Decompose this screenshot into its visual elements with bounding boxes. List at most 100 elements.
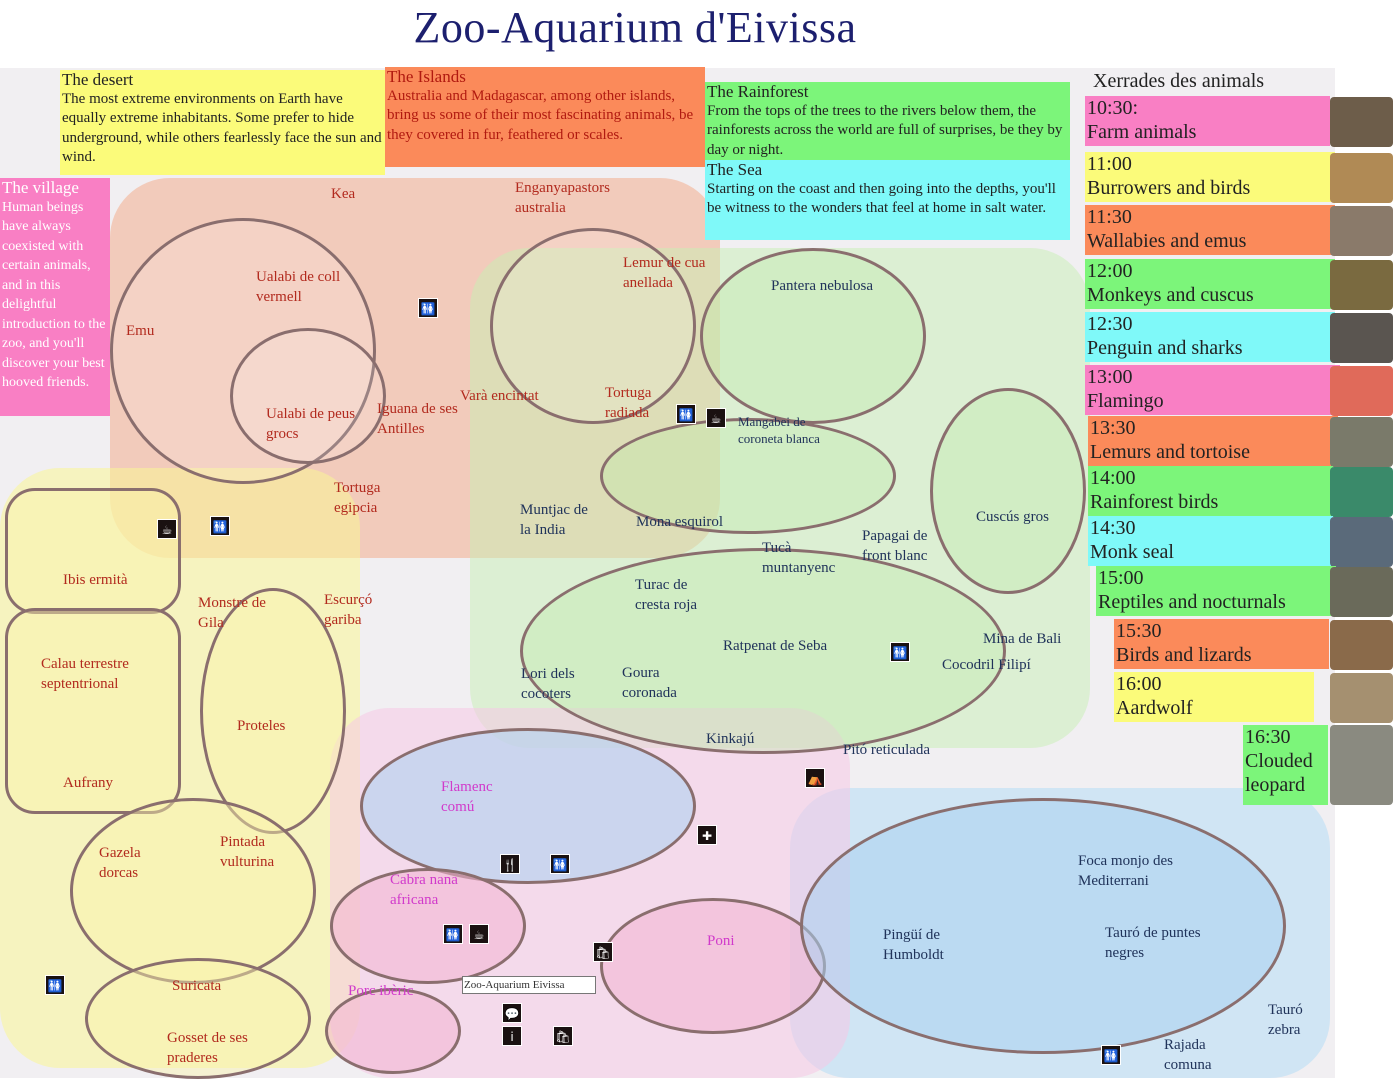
- schedule-topic: Flamingo: [1087, 390, 1164, 412]
- cafe-icon: ☕: [706, 408, 726, 428]
- desert-description: The most extreme environments on Earth h…: [62, 90, 382, 166]
- animal-label-escurco: Escurçó gariba: [324, 592, 373, 628]
- animal-photo: [1330, 467, 1393, 517]
- schedule-topic: Rainforest birds: [1090, 491, 1219, 513]
- clouded-leopard-enclosure: [700, 248, 926, 424]
- schedule-topic: Wallabies and emus: [1087, 230, 1247, 252]
- animal-photo: [1330, 517, 1393, 567]
- animal-label-mina: Mina de Bali: [983, 631, 1062, 647]
- animal-photo: [1330, 206, 1393, 256]
- cafe-icon: ☕: [157, 519, 177, 539]
- schedule-time: 16:30: [1245, 726, 1291, 748]
- restroom-icon: 🚻: [1101, 1045, 1121, 1065]
- animal-label-rajada: Rajada comuna: [1164, 1037, 1212, 1073]
- animal-label-kea: Kea: [331, 186, 356, 202]
- animal-label-lori: Lori dels cocoters: [521, 666, 575, 702]
- animal-label-mangabei: Mangabei de coroneta blanca: [738, 414, 820, 446]
- ibis-aviary: [5, 488, 181, 614]
- cafe-icon: ☕: [469, 924, 489, 944]
- goat-enclosure: [330, 868, 526, 984]
- schedule-time: 11:30: [1087, 206, 1132, 228]
- animal-label-proteles: Proteles: [237, 718, 286, 734]
- schedule-topic: Monk seal: [1090, 541, 1174, 563]
- animal-label-ualabi-coll: Ualabi de coll vermell: [256, 269, 341, 305]
- animal-label-suricata: Suricata: [172, 978, 222, 994]
- lemur-island: [490, 228, 696, 424]
- schedule-topic: Burrowers and birds: [1087, 177, 1251, 199]
- wallaby-enclosure: [230, 328, 386, 464]
- animal-photo: [1330, 260, 1393, 310]
- schedule-time: 14:30: [1090, 517, 1136, 539]
- map-title: Zoo-Aquarium d'Eivissa: [413, 3, 857, 52]
- animal-label-gazela: Gazela dorcas: [99, 845, 141, 881]
- animal-label-aufrany: Aufrany: [63, 775, 113, 791]
- animal-photo: [1330, 620, 1393, 670]
- animal-label-porc: Porc ibèric: [348, 983, 414, 999]
- animal-label-tauro-zebra: Tauró zebra: [1268, 1002, 1303, 1038]
- animal-photo: [1330, 725, 1393, 805]
- animal-label-lemur: Lemur de cua anellada: [623, 255, 706, 291]
- animal-label-monstre: Monstre de Gila: [198, 595, 266, 631]
- cuscus-enclosure: [930, 388, 1086, 594]
- animal-label-pito: Pitó reticulada: [843, 742, 931, 758]
- restroom-icon: 🚻: [550, 854, 570, 874]
- shop-icon: 🛍: [593, 942, 613, 962]
- meerkat-enclosure: [85, 958, 311, 1079]
- schedule-topic: Aardwolf: [1116, 697, 1193, 719]
- schedule-topic: Farm animals: [1087, 121, 1197, 143]
- schedule-slot: 10:30:Farm animals: [1085, 96, 1330, 146]
- schedule-time: 13:30: [1090, 417, 1136, 439]
- restroom-icon: 🚻: [676, 404, 696, 424]
- restroom-icon: 🚻: [890, 642, 910, 662]
- animal-label-pintada: Pintada vulturina: [220, 834, 275, 870]
- entrance-sign: Zoo-Aquarium Eivissa: [462, 976, 596, 994]
- animal-label-tortuga-radiada: Tortuga radiada: [605, 385, 652, 421]
- animal-label-muntjac: Muntjac de la India: [520, 502, 588, 538]
- schedule-topic: Birds and lizards: [1116, 644, 1252, 666]
- animal-label-ualabi-peus: Ualabi de peus grocs: [266, 406, 356, 442]
- calau-aviary: [5, 608, 181, 814]
- animal-label-calau: Calau terrestre septentrional: [41, 656, 129, 692]
- aviary-enclosure: [520, 548, 1006, 754]
- animal-label-emu: Emu: [126, 323, 155, 339]
- gazelle-enclosure: [70, 798, 316, 984]
- animal-label-pingui: Pingüí de Humboldt: [883, 927, 944, 963]
- animal-label-goura: Goura coronada: [622, 665, 677, 701]
- animal-label-gosset: Gosset de ses praderes: [167, 1030, 248, 1066]
- animal-photo: [1330, 366, 1393, 416]
- restroom-icon: 🚻: [443, 924, 463, 944]
- islands-description: Australia and Madagascar, among other is…: [387, 87, 694, 143]
- animal-label-pantera: Pantera nebulosa: [771, 278, 874, 294]
- animal-label-flamenc: Flamenc comú: [441, 779, 493, 815]
- rainforest-description: From the tops of the trees to the rivers…: [707, 102, 1063, 158]
- restroom-icon: 🚻: [210, 516, 230, 536]
- animal-label-papagai: Papagai de front blanc: [862, 528, 928, 564]
- schedule-time: 14:00: [1090, 467, 1136, 489]
- monkey-enclosure: [600, 418, 896, 534]
- shop-icon: 🛍: [553, 1026, 573, 1046]
- animal-photo: [1330, 417, 1393, 467]
- schedule-time: 15:30: [1116, 620, 1162, 642]
- village-heading: The village: [2, 178, 79, 197]
- desert-heading: The desert: [62, 70, 134, 89]
- info-icon: 💬: [502, 1003, 522, 1023]
- schedule-topic: Penguin and sharks: [1087, 337, 1243, 359]
- animal-label-enganyapastors: Enganyapastors australia: [515, 180, 610, 216]
- schedule-topic: Reptiles and nocturnals: [1098, 591, 1286, 613]
- proteles-enclosure: [200, 588, 346, 834]
- animal-label-foca: Foca monjo des Mediterrani: [1078, 853, 1173, 889]
- restroom-icon: 🚻: [45, 975, 65, 995]
- schedule-topic: Clouded leopard: [1245, 750, 1313, 796]
- rainforest-info-box: The Rainforest From the tops of the tree…: [705, 82, 1070, 160]
- animal-photo: [1330, 567, 1393, 617]
- animal-label-mona: Mona esquirol: [636, 514, 724, 530]
- restroom-icon: 🚻: [418, 298, 438, 318]
